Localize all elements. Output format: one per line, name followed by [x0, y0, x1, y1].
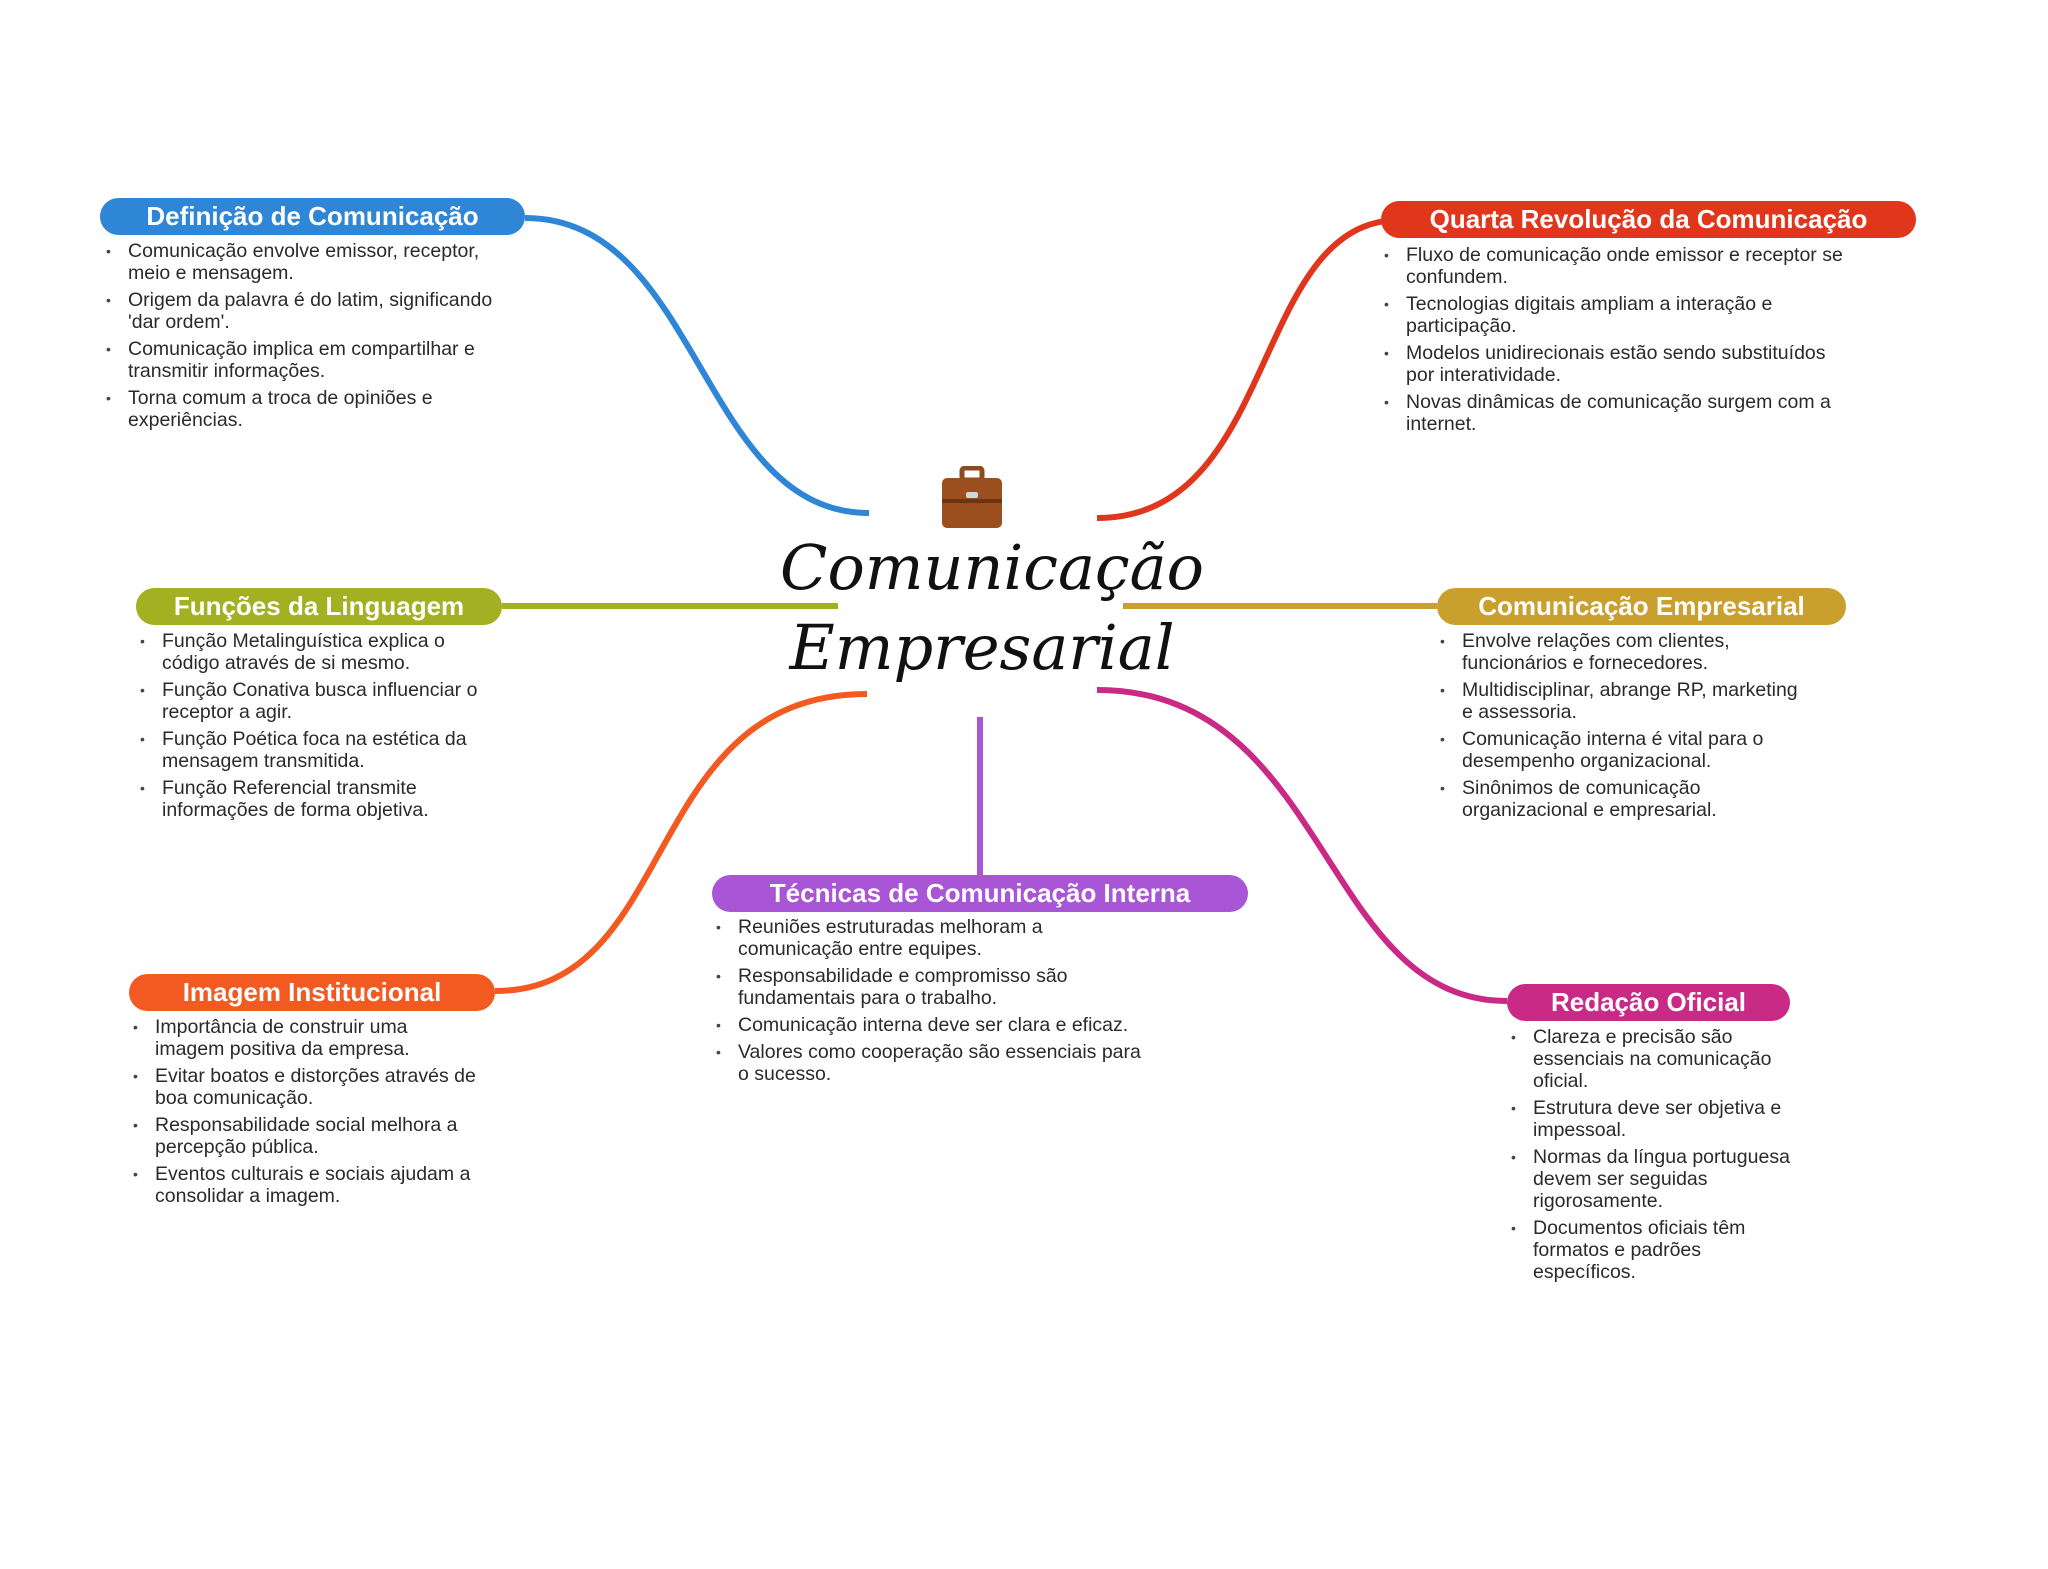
list-item: Estrutura deve ser objetiva e impessoal.: [1509, 1097, 1809, 1141]
list-item: Envolve relações com clientes, funcionár…: [1438, 630, 1808, 674]
list-item: Importância de construir uma imagem posi…: [131, 1016, 476, 1060]
list-item: Função Poética foca na estética da mensa…: [138, 728, 478, 772]
topic-imagem-institucional[interactable]: Imagem Institucional: [129, 974, 495, 1011]
topic-comunicacao-empresarial[interactable]: Comunicação Empresarial: [1437, 588, 1846, 625]
topic-definicao-list: Comunicação envolve emissor, receptor, m…: [104, 240, 504, 436]
connector-imagem: [494, 691, 868, 994]
topic-tecnicas-list: Reuniões estruturadas melhoram a comunic…: [714, 916, 1154, 1090]
list-item: Normas da língua portuguesa devem ser se…: [1509, 1146, 1809, 1212]
topic-redacao-oficial-list: Clareza e precisão são essenciais na com…: [1509, 1026, 1809, 1288]
list-item: Eventos culturais e sociais ajudam a con…: [131, 1163, 476, 1207]
list-item: Origem da palavra é do latim, significan…: [104, 289, 504, 333]
topic-imagem-institucional-list: Importância de construir uma imagem posi…: [131, 1016, 476, 1212]
briefcase-icon: [940, 465, 1004, 530]
central-title-line1: Comunicação: [780, 531, 1204, 604]
connector-redacao: [1096, 687, 1508, 1004]
list-item: Comunicação interna é vital para o desem…: [1438, 728, 1808, 772]
connector-definicao: [524, 215, 870, 516]
list-item: Tecnologias digitais ampliam a interação…: [1382, 293, 1852, 337]
list-item: Torna comum a troca de opiniões e experi…: [104, 387, 504, 431]
list-item: Novas dinâmicas de comunicação surgem co…: [1382, 391, 1852, 435]
list-item: Multidisciplinar, abrange RP, marketing …: [1438, 679, 1808, 723]
topic-redacao-oficial[interactable]: Redação Oficial: [1507, 984, 1790, 1021]
topic-comunicacao-empresarial-list: Envolve relações com clientes, funcionár…: [1438, 630, 1808, 826]
list-item: Comunicação implica em compartilhar e tr…: [104, 338, 504, 382]
list-item: Reuniões estruturadas melhoram a comunic…: [714, 916, 1154, 960]
list-item: Função Conativa busca influenciar o rece…: [138, 679, 478, 723]
list-item: Função Referencial transmite informações…: [138, 777, 478, 821]
list-item: Modelos unidirecionais estão sendo subst…: [1382, 342, 1852, 386]
list-item: Fluxo de comunicação onde emissor e rece…: [1382, 244, 1852, 288]
list-item: Valores como cooperação são essenciais p…: [714, 1041, 1154, 1085]
topic-funcoes-linguagem-list: Função Metalinguística explica o código …: [138, 630, 478, 826]
list-item: Clareza e precisão são essenciais na com…: [1509, 1026, 1809, 1092]
list-item: Documentos oficiais têm formatos e padrõ…: [1509, 1217, 1809, 1283]
topic-tecnicas-comunicacao-interna[interactable]: Técnicas de Comunicação Interna: [712, 875, 1248, 912]
topic-funcoes-linguagem[interactable]: Funções da Linguagem: [136, 588, 502, 625]
list-item: Função Metalinguística explica o código …: [138, 630, 478, 674]
topic-quarta-revolucao-list: Fluxo de comunicação onde emissor e rece…: [1382, 244, 1852, 440]
topic-definicao[interactable]: Definição de Comunicação: [100, 198, 525, 235]
connector-quarta-revolucao: [1096, 217, 1401, 521]
topic-quarta-revolucao[interactable]: Quarta Revolução da Comunicação: [1381, 201, 1916, 238]
list-item: Responsabilidade e compromisso são funda…: [714, 965, 1154, 1009]
list-item: Comunicação interna deve ser clara e efi…: [714, 1014, 1154, 1036]
central-title-line2: Empresarial: [789, 611, 1175, 684]
list-item: Responsabilidade social melhora a percep…: [131, 1114, 476, 1158]
list-item: Evitar boatos e distorções através de bo…: [131, 1065, 476, 1109]
list-item: Sinônimos de comunicação organizacional …: [1438, 777, 1808, 821]
list-item: Comunicação envolve emissor, receptor, m…: [104, 240, 504, 284]
